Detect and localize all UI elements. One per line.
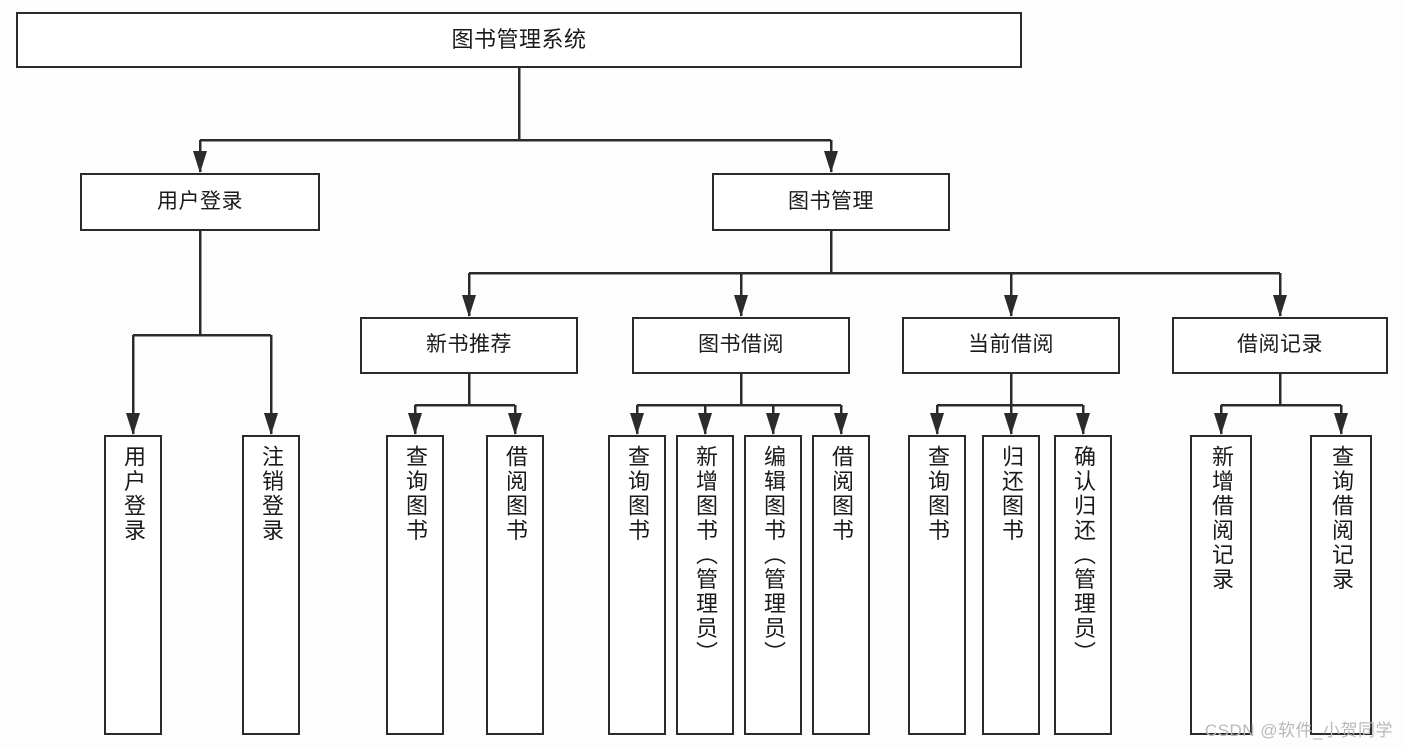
node-label: 借阅记录 xyxy=(1237,333,1323,357)
node-label: 查询图书 xyxy=(625,445,650,543)
node-book-manage[interactable]: 图书管理 xyxy=(712,173,950,231)
node-label: 图书管理系统 xyxy=(451,27,587,53)
node-borrow-record[interactable]: 借阅记录 xyxy=(1172,317,1388,374)
node-label: 查询图书 xyxy=(403,445,428,543)
node-leaf-return-book[interactable]: 归还图书 xyxy=(982,435,1040,735)
node-label: 新增借阅记录 xyxy=(1209,445,1234,592)
node-leaf-borrow-book-2[interactable]: 借阅图书 xyxy=(812,435,870,735)
node-label: 新书推荐 xyxy=(426,333,512,357)
node-root[interactable]: 图书管理系统 xyxy=(16,12,1022,68)
node-leaf-user-login[interactable]: 用户登录 xyxy=(104,435,162,735)
node-leaf-add-record[interactable]: 新增借阅记录 xyxy=(1190,435,1252,735)
node-label: 查询图书 xyxy=(925,445,950,543)
node-label: 确认归还（管理员） xyxy=(1071,445,1096,666)
node-leaf-query-record[interactable]: 查询借阅记录 xyxy=(1310,435,1372,735)
node-label: 借阅图书 xyxy=(503,445,528,543)
node-label: 图书借阅 xyxy=(698,333,784,357)
node-leaf-add-book[interactable]: 新增图书（管理员） xyxy=(676,435,734,735)
node-leaf-confirm-return[interactable]: 确认归还（管理员） xyxy=(1054,435,1112,735)
node-book-borrow[interactable]: 图书借阅 xyxy=(632,317,850,374)
node-new-book-rec[interactable]: 新书推荐 xyxy=(360,317,578,374)
node-leaf-user-logout[interactable]: 注销登录 xyxy=(242,435,300,735)
node-label: 当前借阅 xyxy=(968,333,1054,357)
node-label: 图书管理 xyxy=(788,189,874,213)
node-leaf-query-book-1[interactable]: 查询图书 xyxy=(386,435,444,735)
node-label: 用户登录 xyxy=(157,189,243,213)
node-label: 用户登录 xyxy=(121,445,146,543)
node-leaf-borrow-book-1[interactable]: 借阅图书 xyxy=(486,435,544,735)
node-label: 编辑图书（管理员） xyxy=(761,445,786,666)
node-current-borrow[interactable]: 当前借阅 xyxy=(902,317,1120,374)
node-leaf-query-book-2[interactable]: 查询图书 xyxy=(608,435,666,735)
node-leaf-edit-book[interactable]: 编辑图书（管理员） xyxy=(744,435,802,735)
node-label: 查询借阅记录 xyxy=(1329,445,1354,592)
node-label: 注销登录 xyxy=(259,445,284,543)
node-label: 归还图书 xyxy=(999,445,1024,543)
node-label: 借阅图书 xyxy=(829,445,854,543)
node-user-login[interactable]: 用户登录 xyxy=(80,173,320,231)
node-leaf-query-book-3[interactable]: 查询图书 xyxy=(908,435,966,735)
node-label: 新增图书（管理员） xyxy=(693,445,718,666)
